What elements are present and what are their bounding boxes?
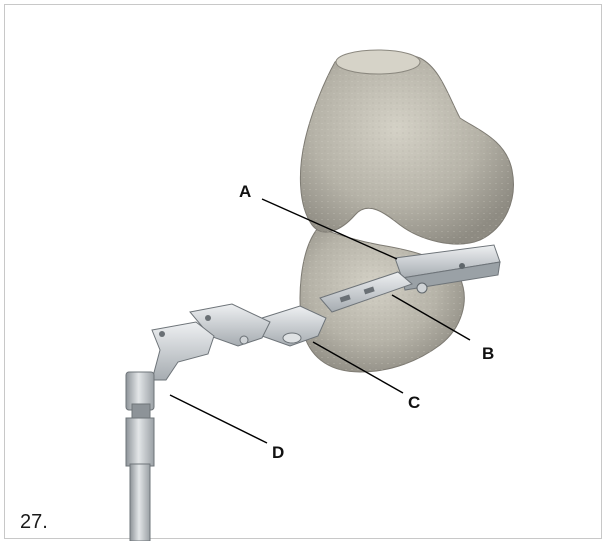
extramedullary-rod — [126, 372, 154, 541]
outrigger-bracket — [152, 304, 270, 380]
callout-c: C — [408, 393, 420, 413]
callout-b: B — [482, 344, 494, 364]
femur-bone — [300, 50, 513, 244]
figure-number: 27. — [20, 511, 48, 534]
callout-a: A — [239, 182, 251, 202]
callout-d: D — [272, 443, 284, 463]
leader-line-d — [170, 395, 267, 443]
